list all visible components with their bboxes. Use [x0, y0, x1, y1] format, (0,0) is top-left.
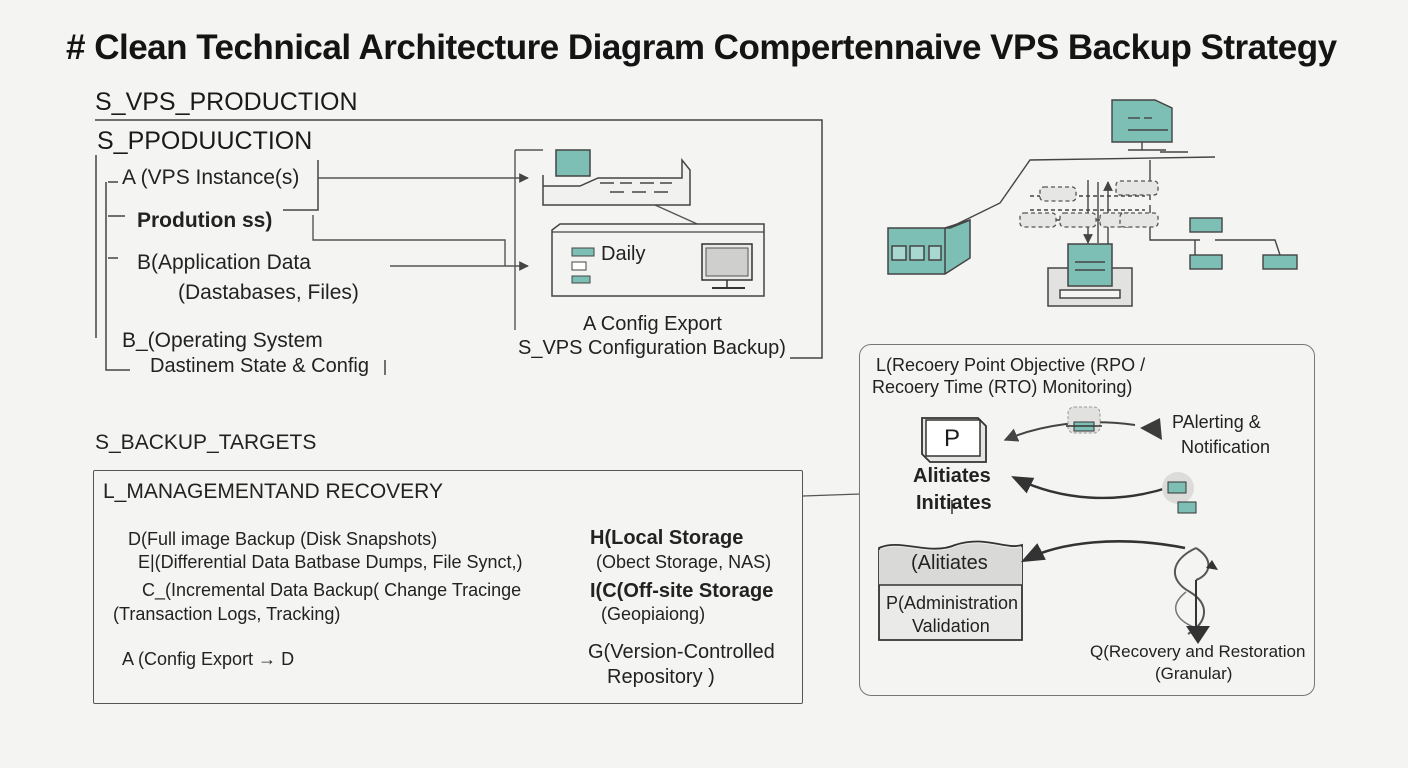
production-item-production: Prodution ss)	[137, 209, 273, 232]
daily-backup-box	[551, 223, 765, 297]
backup-item-full-image: D(Full image Backup (Disk Snapshots)	[128, 529, 438, 549]
document-title: (Alitiates	[911, 552, 988, 574]
dashed-nodes	[1019, 180, 1159, 228]
backup-targets-heading: S_BACKUP_TARGETS	[95, 431, 317, 454]
alerting-line1: PAlerting &	[1172, 412, 1261, 432]
production-item-operating-system: B_(Operating System	[122, 329, 323, 352]
production-item-application-data: B(Application Data	[137, 251, 311, 274]
production-bracket	[95, 119, 823, 375]
panel-connector	[802, 493, 861, 497]
management-recovery-box	[93, 470, 803, 704]
production-item-vps-instance: A (VPS Instance(s)	[122, 166, 300, 189]
target-version-controlled: G(Version-Controlled	[588, 641, 775, 663]
storage-box-icon	[887, 218, 971, 275]
recovery-restoration-line1: Q(Recovery and Restoration	[1090, 642, 1306, 661]
server-rack-icon	[542, 149, 691, 206]
alitiates-label: Alitiates	[913, 465, 991, 487]
initiates-label: Initiates	[916, 492, 992, 514]
target-offsite-storage: I(C(Off-site Storage	[590, 580, 774, 602]
production-item-databases-files: (Dastabases, Files)	[178, 281, 359, 304]
small-teal-nodes	[1189, 217, 1298, 270]
recovery-granular-line2: (Granular)	[1155, 664, 1233, 683]
production-heading: S_VPS_PRODUCTION	[95, 88, 358, 116]
server-tower-icon	[1047, 243, 1133, 307]
notification-line2: Notification	[1181, 437, 1271, 457]
production-subheading: S_PPODUUCTION	[97, 127, 313, 155]
target-repository: Repository )	[607, 666, 715, 688]
monitoring-panel	[859, 344, 1315, 696]
rto-title-line2: Recoery Time (RTO) Monitoring)	[872, 377, 1133, 397]
config-export-label: A Config Export	[583, 313, 722, 335]
config-backup-label: S_VPS Configuration Backup)	[518, 337, 786, 359]
administration-label: P(Administration	[886, 593, 1019, 613]
target-geo-replication: (Geopiaiong)	[601, 604, 706, 624]
production-item-system-state: Dastinem State & Config	[150, 355, 369, 377]
target-object-storage: (Obect Storage, NAS)	[596, 552, 772, 572]
p-key-icon: P	[944, 425, 961, 452]
backup-item-differential: E|(Differential Data Batbase Dumps, File…	[138, 552, 523, 572]
diagram-title: # Clean Technical Architecture Diagram C…	[66, 28, 1337, 67]
backup-item-config-export: A (Config Export → D	[122, 649, 295, 669]
network-cluster-art	[954, 99, 1281, 256]
backup-item-transaction-logs: (Transaction Logs, Tracking)	[113, 604, 341, 624]
validation-label: Validation	[912, 616, 990, 636]
monitoring-art	[878, 406, 1218, 644]
management-recovery-title: L_MANAGEMENTAND RECOVERY	[103, 480, 443, 503]
target-local-storage: H(Local Storage	[590, 527, 744, 549]
rpo-title-line1: L(Recoery Point Objective (RPO /	[876, 355, 1146, 375]
daily-backup-label: Daily	[601, 243, 646, 265]
backup-item-incremental: C_(Incremental Data Backup( Change Traci…	[142, 580, 522, 600]
